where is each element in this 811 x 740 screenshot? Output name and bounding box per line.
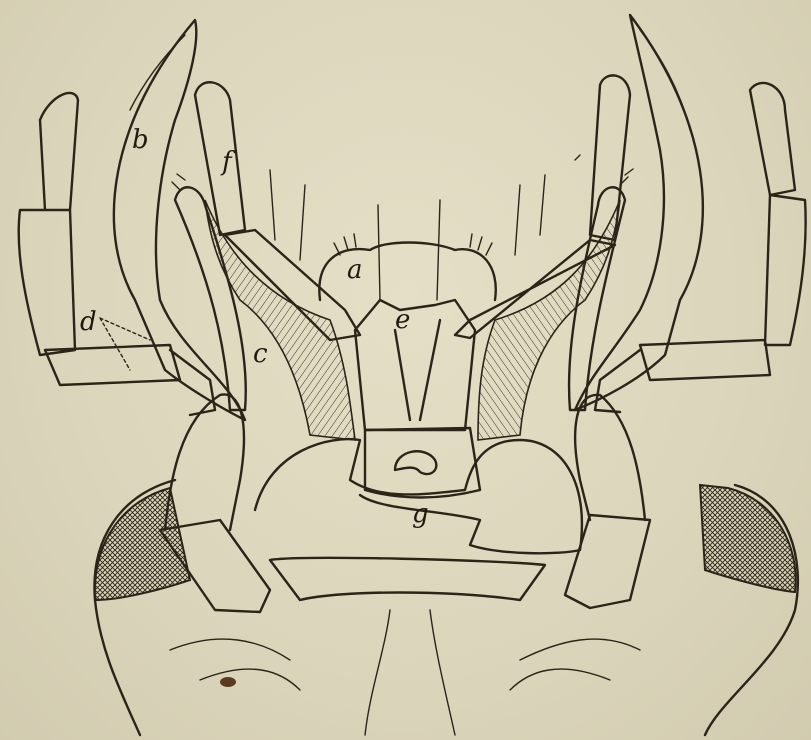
mentum-notch xyxy=(365,428,480,498)
right-maxilla-stipes xyxy=(565,395,650,608)
label-g: g xyxy=(412,499,429,529)
label-d: d xyxy=(80,307,97,337)
left-eye xyxy=(95,488,190,600)
labium-base-g xyxy=(255,439,582,553)
antennae-bristles xyxy=(270,155,580,300)
label-f: f xyxy=(220,147,236,177)
label-d-pointer xyxy=(100,318,150,370)
label-e: e xyxy=(395,305,410,335)
label-b: b xyxy=(132,125,149,155)
label-a: a xyxy=(347,255,363,285)
right-mandible-inner xyxy=(640,30,690,130)
label-c: c xyxy=(253,339,268,369)
frons-lines xyxy=(170,610,640,735)
right-eye xyxy=(700,485,796,592)
labium-e xyxy=(355,300,475,430)
clypeus xyxy=(270,558,545,600)
labrum-a xyxy=(319,243,495,301)
stain-spot xyxy=(220,677,236,687)
